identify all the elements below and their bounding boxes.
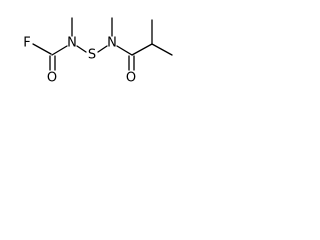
chemical-structure-diagram: F N S N O O: [23, 17, 173, 86]
bond-f-carbonyl-left: [32, 43, 52, 55]
bond-group: [32, 17, 173, 71]
bond-carbonyl-right-isopropyl: [131, 43, 153, 56]
atom-fluorine: F: [23, 36, 30, 51]
atom-nitrogen-right: N: [107, 36, 117, 51]
atom-oxygen-left: O: [47, 71, 57, 86]
bond-isopropyl-methyl-right: [151, 43, 173, 56]
atom-sulfur: S: [88, 48, 96, 63]
atom-oxygen-right: O: [126, 71, 136, 86]
bond-carbonyl-left-nitrogen: [51, 45, 68, 56]
atom-nitrogen-left: N: [67, 36, 77, 51]
atom-label-group: F N S N O O: [23, 36, 136, 86]
bond-nitrogen-right-carbonyl: [116, 45, 133, 56]
bond-sulfur-nitrogen-right: [97, 45, 108, 53]
bond-nitrogen-left-sulfur: [76, 45, 87, 53]
